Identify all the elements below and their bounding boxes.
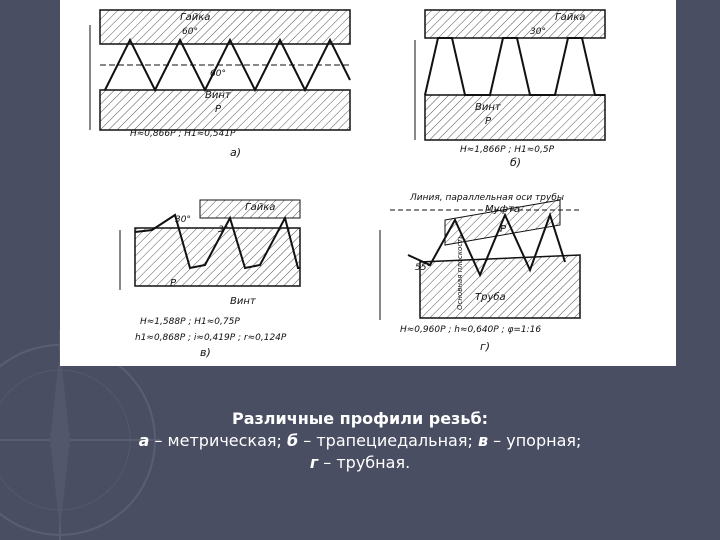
label-screw-b: Винт: [475, 102, 502, 113]
caption-key-g: г: [309, 453, 319, 472]
formula-a: H≈0,866P ; H1≈0,541P: [130, 129, 236, 139]
line-text-g: Линия, параллельная оси трубы: [409, 193, 564, 203]
nut-body: [99, 9, 351, 45]
plane-label-g: Основная плоскость: [456, 235, 464, 310]
pitch-g: P: [500, 224, 507, 235]
formula-v-1: H≈1,588P ; H1≈0,75P: [140, 317, 240, 327]
pipe-body: [419, 254, 581, 319]
label-nut-g: Муфта: [485, 204, 520, 215]
pitch-b: P: [485, 116, 492, 127]
thread-profiles-figure: Гайка 60° 60° Винт P H≈0,866P ; H1≈0,541…: [60, 0, 676, 366]
angle-top-a: 60°: [182, 27, 198, 37]
pitch-v: P: [170, 278, 177, 289]
label-pipe-g: Труба: [475, 291, 506, 303]
caption-line-2: а – метрическая; б – трапециедальная; в …: [0, 430, 720, 452]
thread-profile-line: [407, 211, 566, 278]
caption-text-b: – трапециедальная;: [298, 431, 478, 450]
formula-g: H≈0,960P ; h≈0,640P ; φ=1:16: [400, 325, 541, 335]
screw-body: [134, 227, 301, 287]
caption-text-a: – метрическая;: [149, 431, 287, 450]
sublabel-v: в): [200, 346, 211, 359]
pitch-a: P: [215, 104, 222, 115]
caption-text-v: – упорная;: [488, 431, 582, 450]
label-screw-v: Винт: [230, 296, 257, 307]
screw-body: [424, 94, 606, 141]
label-screw-a: Винт: [205, 90, 232, 101]
angle-side-v: 3°: [218, 225, 228, 235]
caption-line-3: г – трубная.: [0, 452, 720, 474]
label-nut-a: Гайка: [180, 12, 210, 23]
label-nut-b: Гайка: [555, 12, 585, 23]
profile-v-buttress: Гайка 30° 3° P Винт H≈1,588P ; H1≈0,75P …: [119, 199, 301, 359]
nut-body: [199, 199, 301, 219]
thread-profiles-drawing: Гайка 60° 60° Винт P H≈0,866P ; H1≈0,541…: [89, 9, 606, 359]
caption-text-g: – трубная.: [318, 453, 411, 472]
angle-top-b: 30°: [530, 27, 546, 37]
sublabel-a: а): [230, 146, 241, 159]
profile-a-metric: Гайка 60° 60° Винт P H≈0,866P ; H1≈0,541…: [89, 9, 351, 159]
thread-profile-line: [424, 37, 605, 96]
angle-top-v: 30°: [175, 215, 191, 225]
thread-profile-line: [104, 37, 351, 93]
caption-key-a: а: [138, 431, 150, 450]
sublabel-g: г): [480, 340, 490, 353]
formula-v-2: h1≈0,868P ; i≈0,419P ; r≈0,124P: [135, 333, 287, 343]
sublabel-b: б): [510, 156, 521, 169]
profile-b-trapezoidal: Гайка 30° Винт P H≈1,866P ; H1≈0,5P б): [414, 9, 606, 169]
formula-b: H≈1,866P ; H1≈0,5P: [460, 145, 555, 155]
caption-title: Различные профили резьб:: [231, 409, 489, 428]
caption-key-v: в: [477, 431, 489, 450]
screw-body: [99, 89, 351, 131]
label-nut-v: Гайка: [245, 202, 275, 213]
profile-g-pipe: Линия, параллельная оси трубы Муфта 55° …: [379, 193, 581, 353]
angle-mid-a: 60°: [210, 69, 226, 79]
angle-g: 55°: [415, 263, 431, 273]
caption-key-b: б: [287, 431, 299, 450]
slide-caption: Различные профили резьб: а – метрическая…: [0, 408, 720, 474]
